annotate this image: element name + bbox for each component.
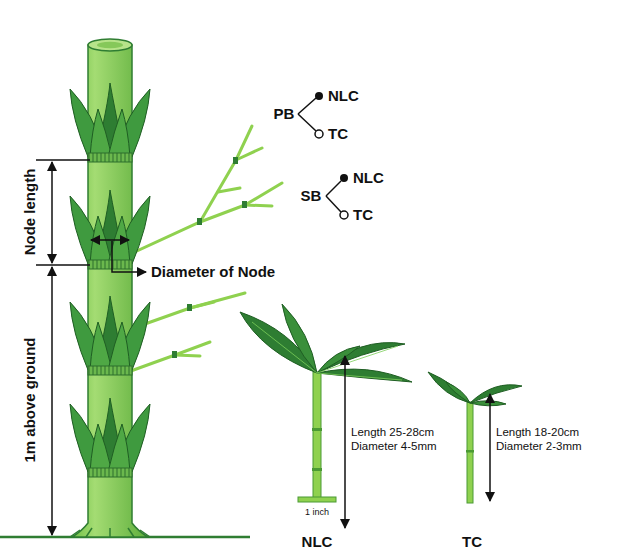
branch-option-label: NLC <box>353 169 384 187</box>
culm-sheath <box>70 83 150 162</box>
plantlet-label: TC <box>462 533 482 551</box>
culm-sheath <box>70 190 150 269</box>
nlc-plantlet <box>240 304 412 502</box>
base-size-label: 1 inch <box>305 507 329 518</box>
dimension-label: Node length <box>21 169 39 256</box>
dimension-note: Length 25-28cm Diameter 4-5mm <box>351 426 456 454</box>
dimension-label: 1m above ground <box>21 337 39 462</box>
plantlet-label: NLC <box>302 533 333 551</box>
culm-sheath <box>70 296 150 375</box>
length-arrow <box>489 394 491 501</box>
open-dot <box>340 211 348 219</box>
branch-type-label: SB <box>301 187 322 205</box>
filled-dot <box>340 174 348 182</box>
branch-nodes <box>172 157 247 358</box>
cut-top-inner <box>97 42 123 49</box>
roots <box>70 528 150 537</box>
cut-top <box>88 39 132 51</box>
length-arrow <box>344 356 346 528</box>
culm-sheath <box>70 398 150 477</box>
branch-option-label: NLC <box>328 87 359 105</box>
callout-label: Diameter of Node <box>151 263 275 281</box>
branch-option-label: TC <box>353 206 373 224</box>
branch-symbol <box>298 98 341 212</box>
branch-option-label: TC <box>328 125 348 143</box>
open-dot <box>315 130 323 138</box>
dimension-note: Length 18-20cm Diameter 2-3mm <box>496 426 601 454</box>
dimension-lines <box>36 160 146 535</box>
filled-dot <box>315 92 323 100</box>
branch-type-label: PB <box>274 105 295 123</box>
